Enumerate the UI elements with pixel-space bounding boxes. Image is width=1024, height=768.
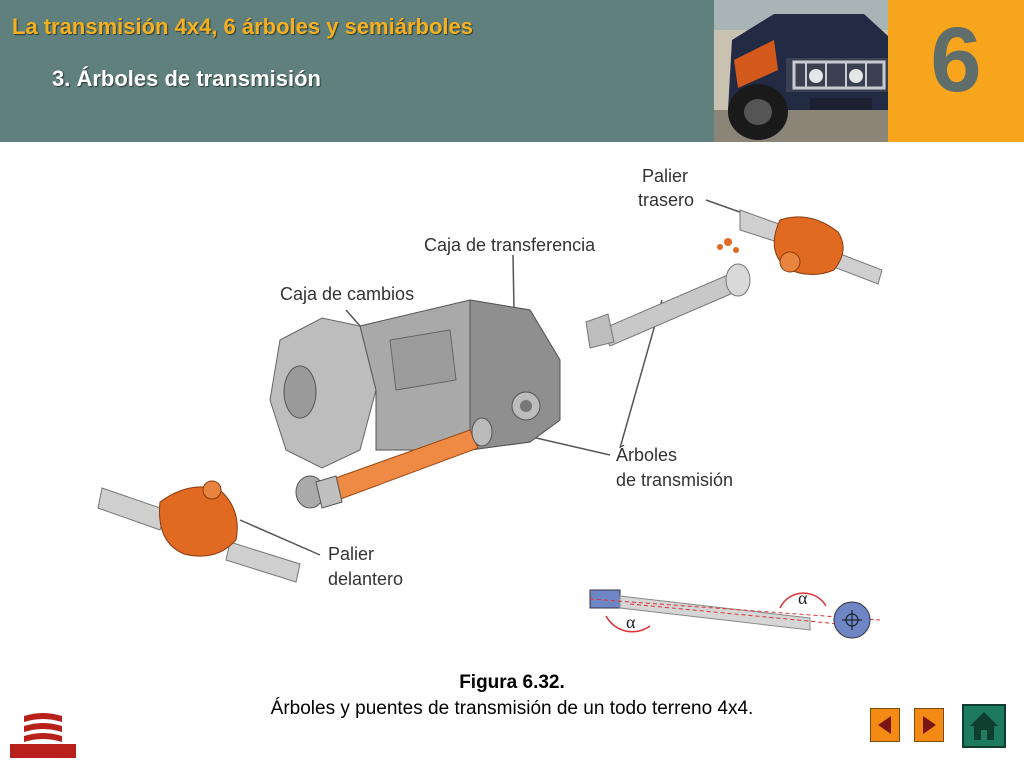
triangle-left-icon	[878, 716, 891, 734]
label-caja-transferencia: Caja de transferencia	[424, 235, 596, 255]
vehicle-photo-graphic	[714, 0, 888, 142]
figure-caption-text: Árboles y puentes de transmisión de un t…	[270, 698, 754, 719]
slide-subtitle: 3. Árboles de transmisión	[52, 66, 321, 91]
editex-logo-graphic	[10, 712, 76, 758]
chapter-number: 6	[930, 9, 982, 111]
label-palier-delantero-line2: delantero	[328, 569, 403, 589]
triangle-right-icon	[923, 716, 936, 734]
label-palier-trasero-line1: Palier	[642, 166, 688, 186]
label-palier-delantero-line1: Palier	[328, 544, 374, 564]
alpha-label-left: α	[626, 612, 636, 632]
label-palier-trasero-line2: trasero	[638, 190, 694, 210]
label-arboles-line1: Árboles	[616, 445, 677, 465]
gearbox-transfer-case	[269, 299, 561, 469]
header-vehicle-photo	[714, 0, 888, 142]
alpha-label-right: α	[798, 588, 808, 608]
rear-axle	[717, 209, 883, 285]
next-slide-button[interactable]	[914, 708, 944, 742]
label-caja-cambios: Caja de cambios	[280, 284, 414, 304]
editex-logo	[10, 712, 76, 758]
chapter-box: 6	[888, 0, 1024, 142]
front-axle	[97, 480, 301, 583]
home-button[interactable]	[962, 704, 1006, 748]
slide-title: La transmisión 4x4, 6 árboles y semiárbo…	[12, 14, 473, 39]
home-icon	[970, 712, 998, 740]
rear-driveshaft	[585, 263, 751, 349]
universal-joint-angle-diagram: α α	[589, 588, 881, 639]
leader-palier-delantero	[239, 519, 321, 556]
drivetrain-figure: α α Palier trasero Caja de transferencia…	[97, 166, 883, 639]
front-driveshaft	[295, 417, 493, 509]
previous-slide-button[interactable]	[870, 708, 900, 742]
figure-caption-title: Figura 6.32.	[459, 672, 565, 693]
label-arboles-line2: de transmisión	[616, 470, 733, 490]
